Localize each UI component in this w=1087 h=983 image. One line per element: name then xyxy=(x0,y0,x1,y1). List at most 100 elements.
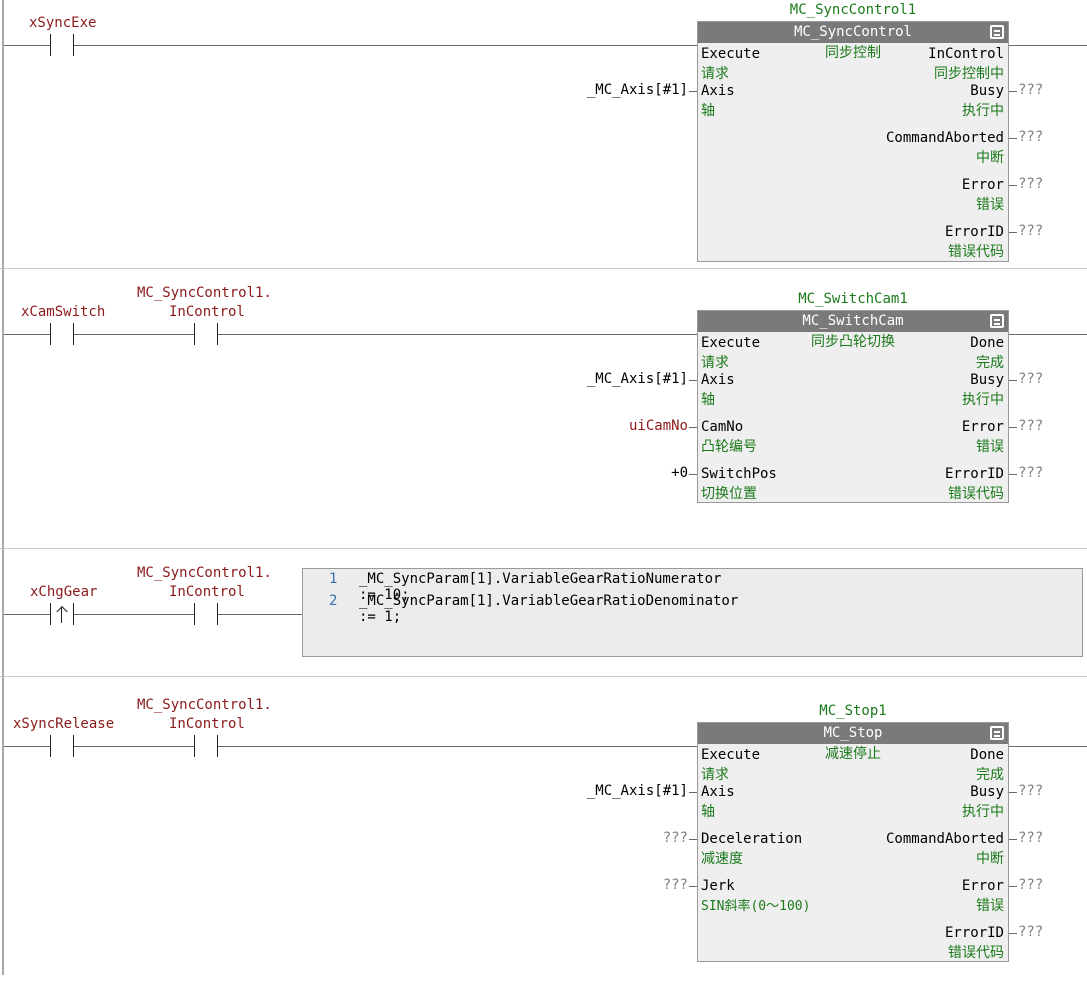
contact-xcamswitch[interactable] xyxy=(50,323,74,345)
contact-xsyncrelease[interactable] xyxy=(50,735,74,757)
refresh-icon[interactable] xyxy=(990,314,1004,328)
input-value-jerk[interactable]: ??? xyxy=(662,877,688,893)
pin-error-desc: 错误 xyxy=(976,439,1004,455)
pin-camno: CamNo xyxy=(701,419,744,435)
left-power-rail xyxy=(2,0,4,975)
pin-execute: Execute xyxy=(701,747,761,763)
fb-description: 同步凸轮切换 xyxy=(811,334,895,350)
pin-deceleration: Deceleration xyxy=(701,831,803,847)
pin-wire xyxy=(1009,886,1017,887)
output-value-commandaborted[interactable]: ??? xyxy=(1018,830,1044,846)
contact-label-xchggear: xChgGear xyxy=(30,584,98,600)
pin-done: Done xyxy=(970,747,1004,763)
pin-busy-desc: 执行中 xyxy=(962,392,1004,408)
st-line-number: 2 xyxy=(329,593,338,609)
output-value-busy[interactable]: ??? xyxy=(1018,371,1044,387)
fb-instance-name: MC_SyncControl1 xyxy=(789,2,917,18)
pin-axis: Axis xyxy=(701,372,735,388)
fb-description: 同步控制 xyxy=(825,45,881,61)
input-value-camno[interactable]: uiCamNo xyxy=(628,418,688,434)
wire xyxy=(218,746,697,747)
pin-busy-desc: 执行中 xyxy=(962,103,1004,119)
contact-label-xsyncrelease: xSyncRelease xyxy=(13,716,115,732)
pin-axis: Axis xyxy=(701,784,735,800)
pin-errorid-desc: 错误代码 xyxy=(948,945,1004,961)
output-value-error[interactable]: ??? xyxy=(1018,176,1044,192)
contact-incontrol[interactable] xyxy=(194,735,218,757)
contact-incontrol[interactable] xyxy=(194,603,218,625)
output-value-errorid[interactable]: ??? xyxy=(1018,924,1044,940)
pin-execute-desc: 请求 xyxy=(701,66,729,82)
wire xyxy=(74,614,194,615)
pin-commandaborted-desc: 中断 xyxy=(976,150,1004,166)
output-value-errorid[interactable]: ??? xyxy=(1018,465,1044,481)
pin-wire xyxy=(689,886,697,887)
pin-axis: Axis xyxy=(701,83,735,99)
pin-error: Error xyxy=(961,419,1004,435)
input-value-switchpos[interactable]: +0 xyxy=(671,465,688,481)
contact-xchggear-rising-edge[interactable] xyxy=(50,603,74,625)
pin-wire xyxy=(1009,474,1017,475)
contact-label-line1: MC_SyncControl1. xyxy=(137,565,272,581)
st-line-number: 1 xyxy=(329,571,338,587)
function-block-mc-switchcam[interactable]: MC_SwitchCam 同步凸轮切换 Execute 请求 Axis 轴 Ca… xyxy=(697,310,1009,503)
pin-error-desc: 错误 xyxy=(976,197,1004,213)
pin-execute: Execute xyxy=(701,46,761,62)
pin-errorid-desc: 错误代码 xyxy=(948,486,1004,502)
pin-wire xyxy=(1009,138,1017,139)
pin-deceleration-desc: 减速度 xyxy=(701,851,743,867)
pin-busy: Busy xyxy=(970,784,1004,800)
contact-incontrol[interactable] xyxy=(194,323,218,345)
contact-label-xcamswitch: xCamSwitch xyxy=(21,304,106,320)
refresh-icon[interactable] xyxy=(990,25,1004,39)
output-value-commandaborted[interactable]: ??? xyxy=(1018,129,1044,145)
pin-error-desc: 错误 xyxy=(976,898,1004,914)
st-code[interactable]: _MC_SyncParam[1].VariableGearRatioDenomi… xyxy=(359,593,739,625)
pin-switchpos: SwitchPos xyxy=(701,466,777,482)
pin-commandaborted: CommandAborted xyxy=(885,130,1004,146)
function-block-mc-synccontrol[interactable]: MC_SyncControl 同步控制 Execute 请求 Axis 轴 In… xyxy=(697,21,1009,262)
fb-type-name: MC_SyncControl xyxy=(793,24,912,40)
wire xyxy=(4,45,50,46)
contact-label-line2: InControl xyxy=(169,716,245,732)
wire xyxy=(4,334,50,335)
input-value-axis[interactable]: _MC_Axis[#1] xyxy=(586,783,688,799)
pin-axis-desc: 轴 xyxy=(701,804,715,820)
rung-separator xyxy=(0,548,1087,549)
refresh-icon[interactable] xyxy=(990,726,1004,740)
pin-wire xyxy=(1009,185,1017,186)
contact-xsyncexe[interactable] xyxy=(50,34,74,56)
inline-st-box[interactable]: 1 _MC_SyncParam[1].VariableGearRatioNume… xyxy=(302,568,1083,657)
pin-axis-desc: 轴 xyxy=(701,103,715,119)
pin-errorid-desc: 错误代码 xyxy=(948,244,1004,260)
pin-commandaborted-desc: 中断 xyxy=(976,851,1004,867)
wire xyxy=(4,614,50,615)
pin-wire xyxy=(1009,792,1017,793)
function-block-mc-stop[interactable]: MC_Stop 减速停止 Execute 请求 Axis 轴 Decelerat… xyxy=(697,722,1009,962)
input-value-axis[interactable]: _MC_Axis[#1] xyxy=(586,371,688,387)
output-value-error[interactable]: ??? xyxy=(1018,877,1044,893)
fb-type-header: MC_Stop xyxy=(698,723,1008,744)
pin-errorid: ErrorID xyxy=(944,224,1004,240)
rung-separator xyxy=(0,676,1087,677)
wire xyxy=(1009,334,1087,335)
output-value-errorid[interactable]: ??? xyxy=(1018,223,1044,239)
pin-done-desc: 完成 xyxy=(976,355,1004,371)
input-value-axis[interactable]: _MC_Axis[#1] xyxy=(586,82,688,98)
output-value-error[interactable]: ??? xyxy=(1018,418,1044,434)
wire xyxy=(218,614,302,615)
wire xyxy=(4,746,50,747)
contact-label-line2: InControl xyxy=(169,584,245,600)
output-value-busy[interactable]: ??? xyxy=(1018,783,1044,799)
pin-jerk-desc: SIN斜率(0～100) xyxy=(701,899,811,914)
pin-execute-desc: 请求 xyxy=(701,767,729,783)
pin-error: Error xyxy=(961,878,1004,894)
pin-wire xyxy=(1009,933,1017,934)
pin-incontrol-desc: 同步控制中 xyxy=(934,66,1004,82)
pin-wire xyxy=(689,380,697,381)
pin-wire xyxy=(689,474,697,475)
output-value-busy[interactable]: ??? xyxy=(1018,82,1044,98)
input-value-deceleration[interactable]: ??? xyxy=(662,830,688,846)
st-code[interactable]: _MC_SyncParam[1].VariableGearRatioNumera… xyxy=(359,571,722,603)
contact-label-line1: MC_SyncControl1. xyxy=(137,285,272,301)
